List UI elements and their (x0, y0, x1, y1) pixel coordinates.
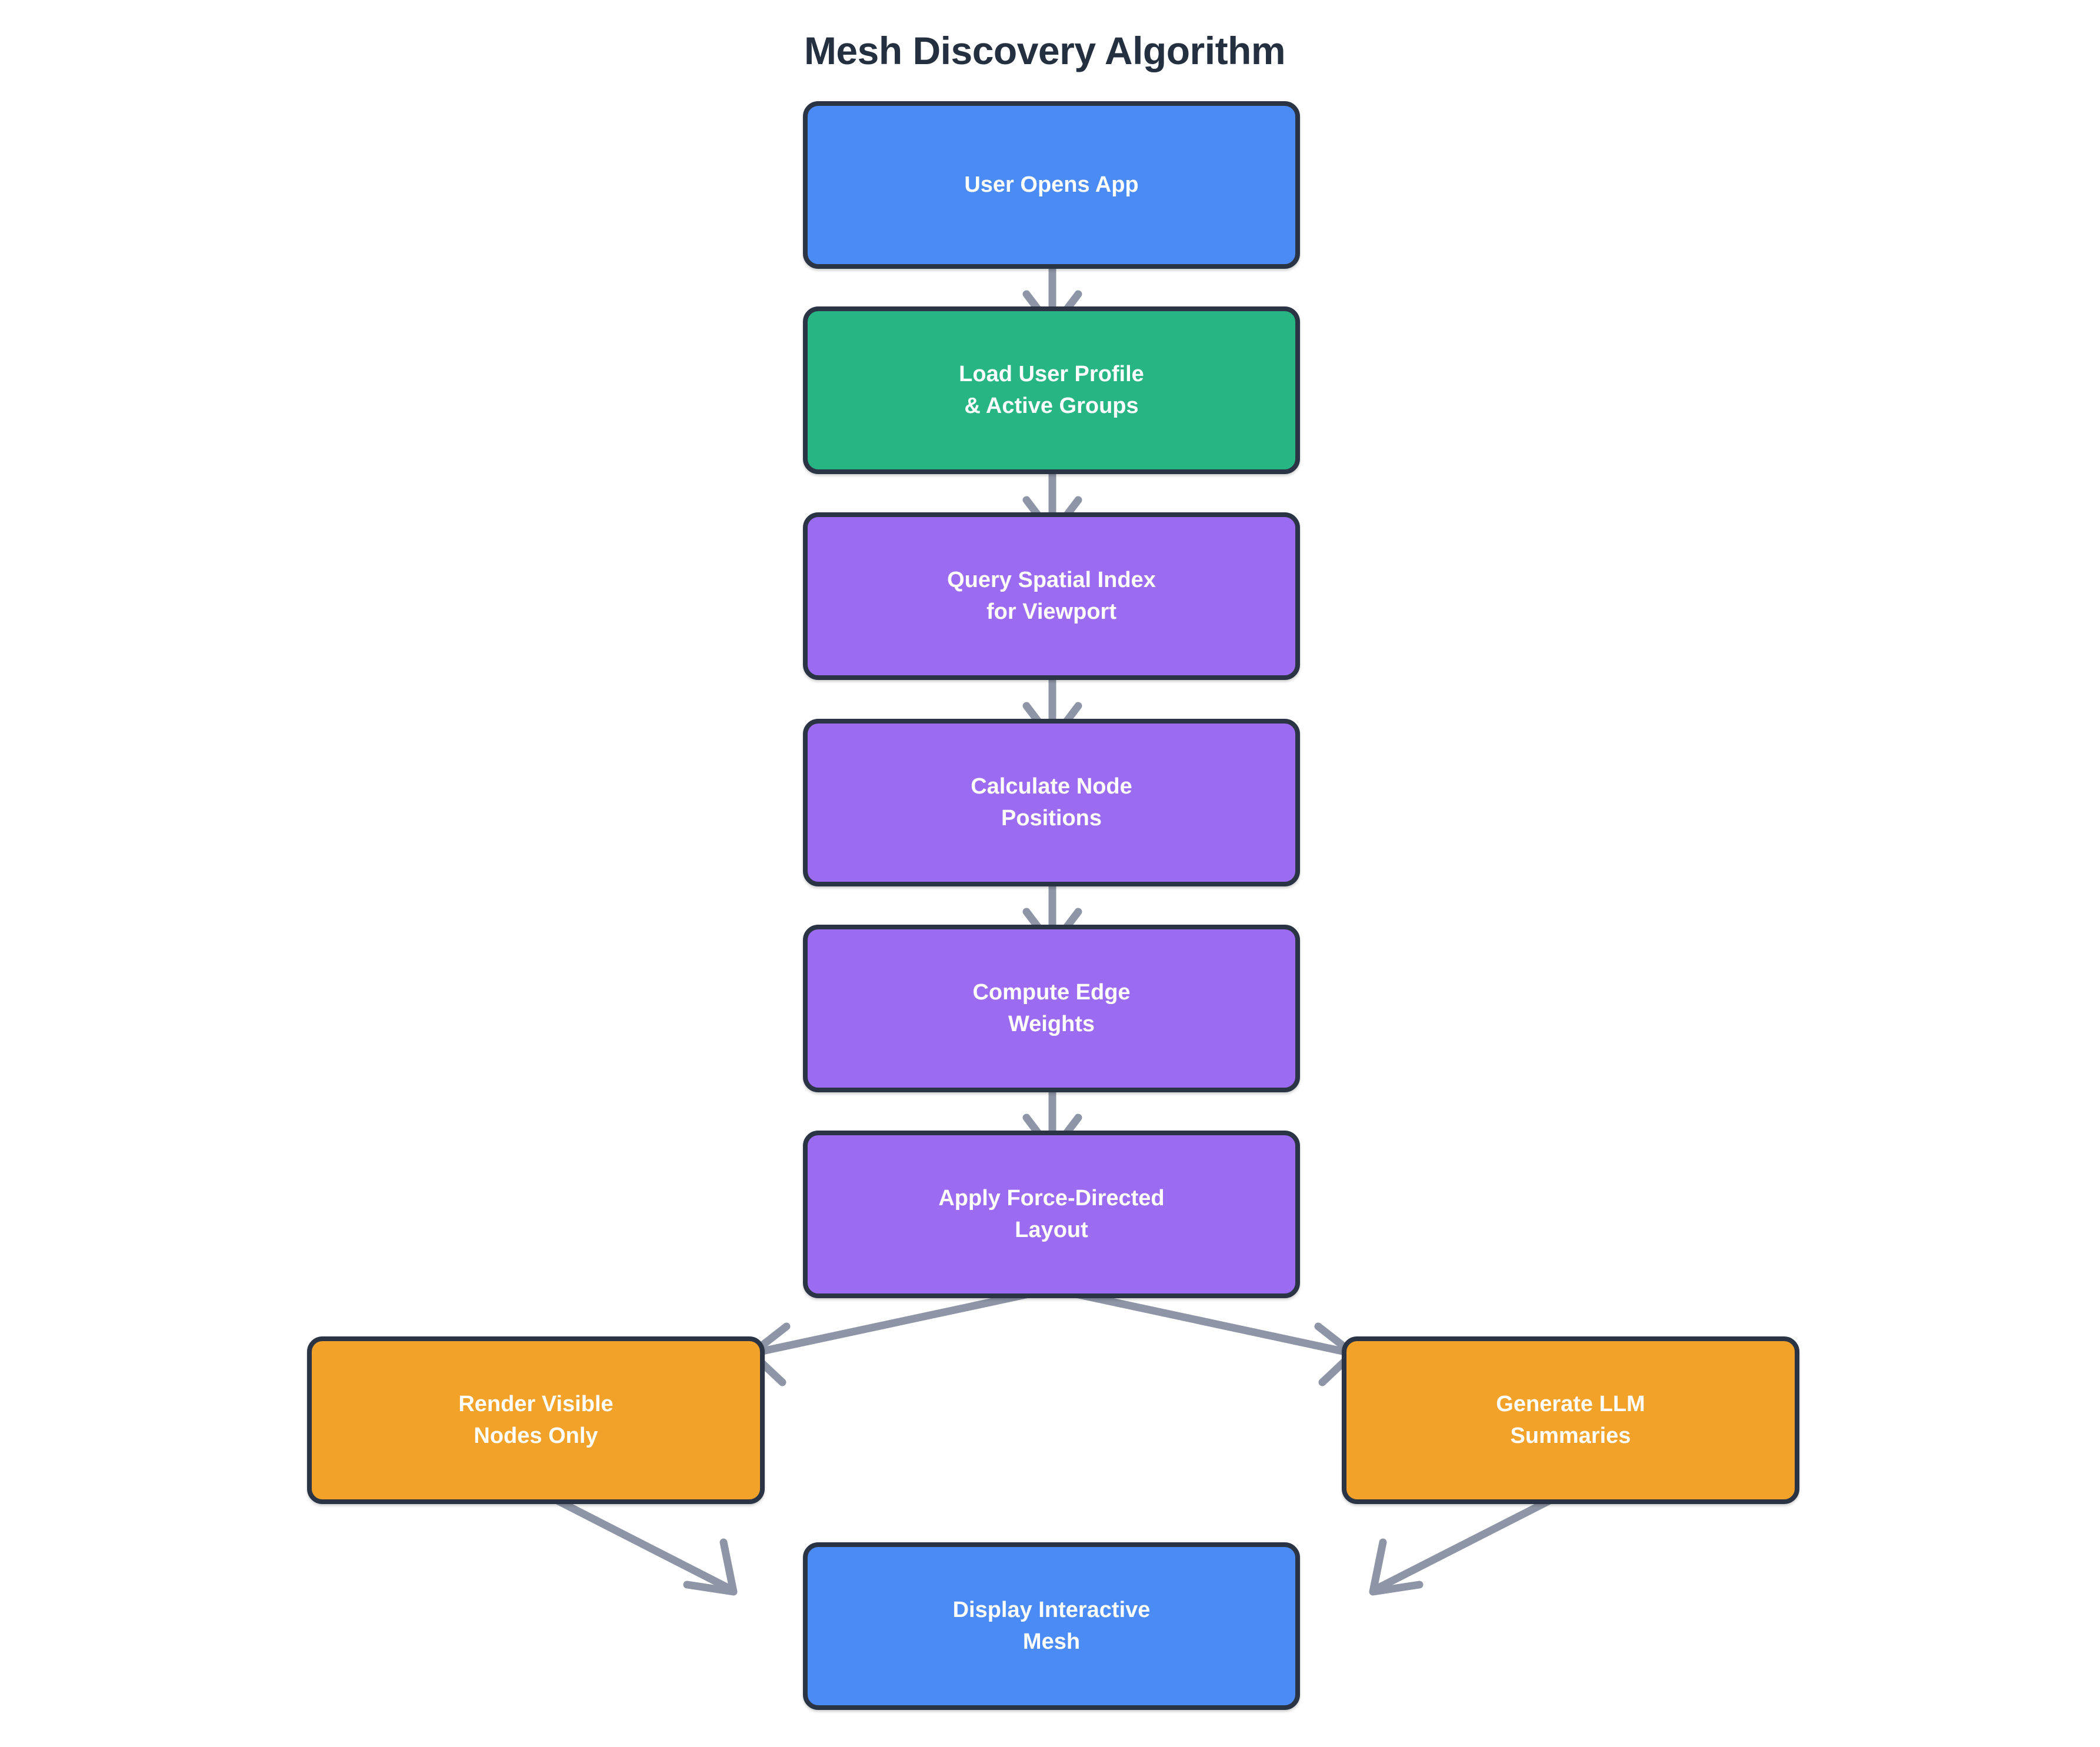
node-label: Load User Profile & Active Groups (959, 361, 1144, 418)
edge-render-visible-nodes-to-display-interactive-mesh (537, 1488, 738, 1596)
node-label: Display Interactive Mesh (952, 1597, 1151, 1654)
node-user-opens-app[interactable]: User Opens App (803, 101, 1300, 269)
node-label: User Opens App (964, 172, 1139, 197)
edge-apply-force-directed-layout-to-generate-llm-summaries (1050, 1285, 1357, 1386)
node-calculate-node-positions[interactable]: Calculate Node Positions (803, 719, 1300, 886)
edge-apply-force-directed-layout-to-render-visible-nodes (748, 1285, 1055, 1386)
edge-generate-llm-summaries-to-display-interactive-mesh (1369, 1488, 1570, 1596)
node-label: Calculate Node Positions (971, 774, 1132, 831)
node-generate-llm-summaries[interactable]: Generate LLM Summaries (1342, 1336, 1799, 1504)
node-label: Query Spatial Index for Viewport (947, 567, 1156, 624)
page-title: Mesh Discovery Algorithm (804, 29, 1286, 72)
node-label: Apply Force-Directed Layout (938, 1185, 1165, 1242)
node-compute-edge-weights[interactable]: Compute Edge Weights (803, 925, 1300, 1092)
node-display-interactive-mesh[interactable]: Display Interactive Mesh (803, 1542, 1300, 1710)
node-render-visible-nodes[interactable]: Render Visible Nodes Only (307, 1336, 765, 1504)
node-label: Compute Edge Weights (972, 979, 1131, 1036)
node-query-spatial-index[interactable]: Query Spatial Index for Viewport (803, 512, 1300, 680)
node-label: Generate LLM Summaries (1496, 1391, 1645, 1448)
node-label: Render Visible Nodes Only (458, 1391, 614, 1448)
node-apply-force-directed-layout[interactable]: Apply Force-Directed Layout (803, 1131, 1300, 1298)
node-load-user-profile[interactable]: Load User Profile & Active Groups (803, 306, 1300, 474)
